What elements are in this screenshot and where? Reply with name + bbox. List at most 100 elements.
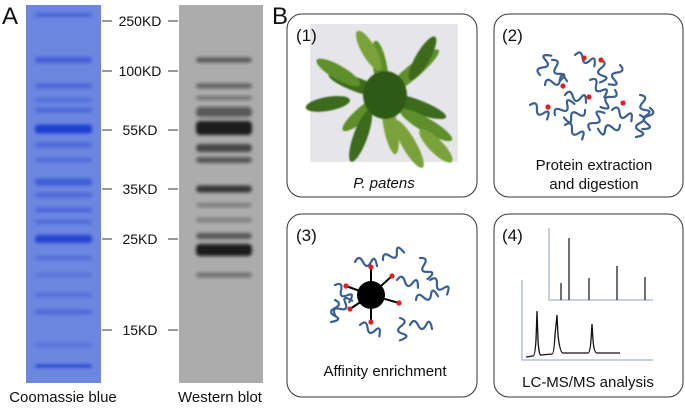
ms-axis [548,228,653,301]
peptide [395,275,420,289]
peptide [550,58,566,83]
peptide [329,298,341,324]
coomassie-band [35,107,92,113]
peptide [381,246,406,262]
coomassie-band [35,207,92,213]
coomassie-band [35,364,92,368]
blot-band [196,203,252,207]
blot-band [196,144,252,152]
coomassie-band [35,220,92,224]
step-2-caption-line1: Protein extraction [536,157,653,174]
moss-leaf [305,95,351,112]
modification-site [620,100,626,106]
affinity-bead [357,281,385,309]
peptide [573,51,596,68]
peptide [597,58,608,84]
panel-a-label: A [2,3,18,30]
modification-site [396,300,402,306]
coomassie-label: Coomassie blue [9,389,117,406]
marker-label: 100KD [119,63,162,79]
moss-leaf [399,108,453,142]
step-1-box [286,13,478,198]
moss-leaf [349,109,373,162]
coomassie-band [35,192,92,198]
lc-ms-spectra [521,228,653,361]
step-4-number: (4) [502,226,523,245]
step-2-box [493,13,684,198]
coomassie-band [35,57,92,63]
blot-band [196,233,252,239]
peptide [607,63,624,86]
marker-label: 55KD [122,122,157,138]
coomassie-band [35,13,92,17]
peptide-mixture [528,51,655,141]
step-2-caption-line2: and digestion [549,176,638,193]
modification-site [545,104,551,110]
step-4-caption: LC-MS/MS analysis [522,374,654,391]
peptide [353,256,379,268]
modification-site [343,283,349,289]
moss-leaf [316,58,361,87]
peptide [563,90,588,104]
peptide [610,106,633,123]
peptide [638,93,651,119]
blot-band [196,83,252,89]
modification-site [598,57,604,63]
coomassie-band [35,293,92,297]
blot-band [196,272,252,278]
blot-band [196,96,252,100]
modification-site [347,306,353,312]
peptide [641,106,655,131]
peptide [588,77,608,99]
modification-site [586,94,592,100]
marker-label: 15KD [122,322,157,338]
coomassie-band [35,235,92,243]
coomassie-band [35,256,92,260]
peptide [414,289,440,302]
coomassie-lane [26,5,101,383]
coomassie-band [35,124,92,134]
moss-leaf [419,129,453,163]
coomassie-band [35,178,92,186]
coomassie-band [35,273,92,277]
blot-band [196,121,252,135]
modification-site [368,264,374,270]
marker-label: 250KD [119,13,162,29]
marker-ladder: 250KD 100KD 55KD 35KD 25KD 15KD [102,13,178,338]
peptide [587,110,606,132]
blot-band [196,218,252,222]
panel-b-label: B [272,3,288,30]
modification-site [581,55,587,61]
marker-label: 35KD [122,181,157,197]
blot-band [196,185,252,193]
peptide [428,277,450,296]
moss-leaf [355,30,382,71]
peptide [528,102,550,121]
coomassie-band [35,98,92,102]
peptide [634,113,646,139]
moss-leaf [393,119,424,168]
peptide [536,54,553,77]
affinity-bead-diagram [329,246,450,342]
step-4-box [493,213,684,398]
marker-label: 25KD [122,231,157,247]
step-1-caption: P. patens [353,175,415,192]
coomassie-band [35,309,92,315]
peptide [418,256,434,281]
blot-band [196,57,252,63]
peptide [333,282,353,304]
blot-band [196,157,252,163]
blot-band [196,107,252,117]
coomassie-band [35,83,92,89]
peptide [563,122,585,141]
peptide [553,99,576,117]
moss-photo [305,24,458,168]
peptide [397,316,408,342]
step-3-caption: Affinity enrichment [323,363,447,380]
step-1-number: (1) [296,26,317,45]
step-2-number: (2) [502,26,523,45]
peptide [599,88,618,110]
peptide [358,321,381,338]
modification-site [389,273,395,279]
